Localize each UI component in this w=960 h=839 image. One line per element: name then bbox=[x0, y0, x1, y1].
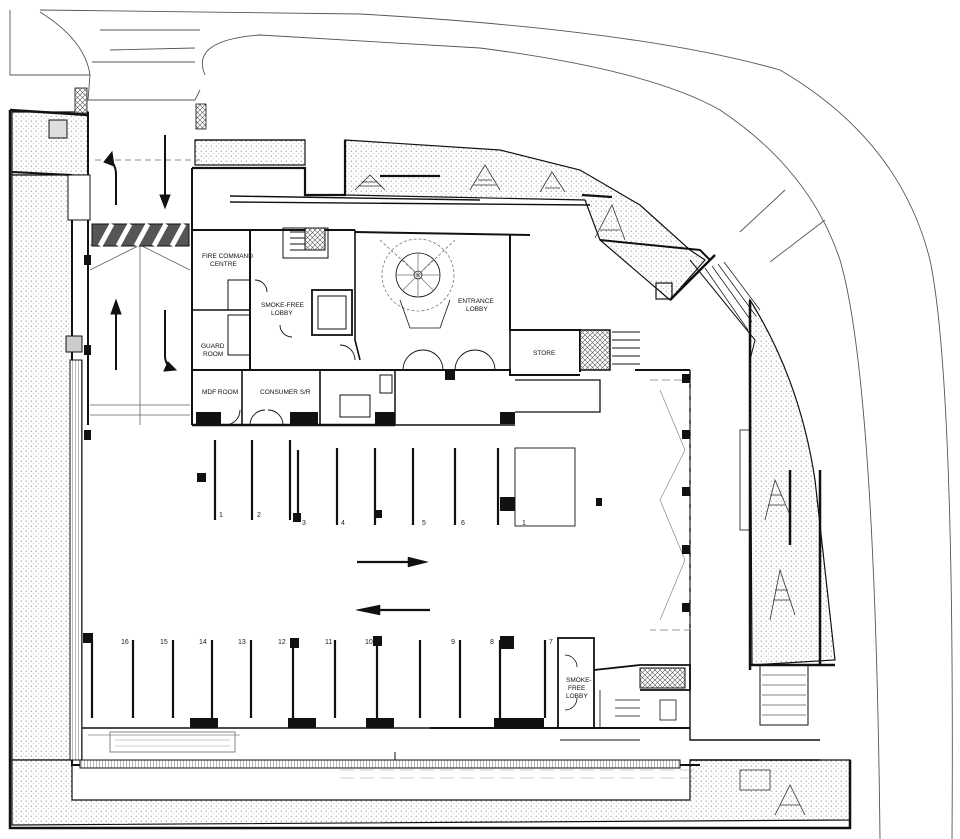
landscape-areas bbox=[11, 111, 851, 826]
core-details bbox=[227, 227, 640, 418]
stall-number: 13 bbox=[238, 639, 246, 646]
mdf-room-label: MDF ROOM bbox=[202, 389, 238, 396]
store-label: STORE bbox=[533, 350, 556, 357]
parking-outer-columns bbox=[84, 255, 515, 440]
landscape-features bbox=[354, 164, 806, 816]
stall-number: 11 bbox=[325, 639, 332, 646]
smoke-free-lobby-south-label: SMOKE- bbox=[566, 677, 592, 684]
stall-number: 3 bbox=[302, 520, 306, 527]
driveway-arrows bbox=[103, 135, 178, 372]
outer-walls bbox=[8, 108, 852, 830]
stall-number: 9 bbox=[451, 639, 455, 646]
stall-number: 6 bbox=[461, 520, 465, 527]
parking-numbers-top: 1 2 3 4 5 6 1 bbox=[219, 512, 526, 527]
smoke-free-lobby-label-2: LOBBY bbox=[271, 310, 293, 317]
parking-top-box bbox=[514, 447, 576, 527]
stall-number: 12 bbox=[278, 639, 286, 646]
smoke-free-lobby-south-label-2: FREE bbox=[568, 685, 586, 692]
parking-top-columns bbox=[197, 473, 602, 522]
stall-number: 16 bbox=[121, 639, 129, 646]
entrance-lobby-label-2: LOBBY bbox=[466, 306, 488, 313]
driveway bbox=[48, 87, 207, 425]
smoke-free-lobby-south-label-3: LOBBY bbox=[566, 693, 588, 700]
guard-room-label-2: ROOM bbox=[203, 351, 223, 358]
consumer-sr-label: CONSUMER S/R bbox=[260, 389, 311, 396]
stall-number: 4 bbox=[341, 520, 345, 527]
entrance-lobby-label: ENTRANCE bbox=[458, 298, 494, 305]
smoke-free-lobby-label: SMOKE-FREE bbox=[261, 302, 305, 309]
traffic-arrows bbox=[355, 556, 430, 616]
room-labels: FIRE COMMAND CENTRE SMOKE-FREE LOBBY ENT… bbox=[201, 253, 592, 700]
parking-bottom-stalls bbox=[90, 640, 547, 718]
stall-number: 7 bbox=[549, 639, 553, 646]
stall-number: 15 bbox=[160, 639, 168, 646]
stall-number: 8 bbox=[490, 639, 494, 646]
stall-number: 5 bbox=[422, 520, 426, 527]
parking-top-stalls bbox=[213, 440, 500, 525]
stall-number: 10 bbox=[365, 639, 373, 646]
guard-room-label: GUARD bbox=[201, 343, 225, 350]
parking-numbers-bottom: 16 15 14 13 12 11 10 9 8 7 bbox=[121, 639, 553, 646]
south-core bbox=[557, 637, 691, 729]
stall-number: 14 bbox=[199, 639, 207, 646]
road-curves bbox=[9, 9, 953, 839]
fire-command-label-2: CENTRE bbox=[210, 261, 237, 268]
parking-bottom-columns bbox=[83, 633, 544, 728]
spiral-stair bbox=[379, 238, 456, 329]
stall-number: 2 bbox=[257, 512, 261, 519]
stall-number: 1 bbox=[219, 512, 223, 519]
stall-number: 1 bbox=[522, 520, 526, 527]
door-swings bbox=[224, 279, 496, 426]
east-columns bbox=[682, 374, 690, 612]
parking-bottom-edge bbox=[82, 727, 745, 779]
fire-command-label: FIRE COMMAND bbox=[202, 253, 253, 260]
